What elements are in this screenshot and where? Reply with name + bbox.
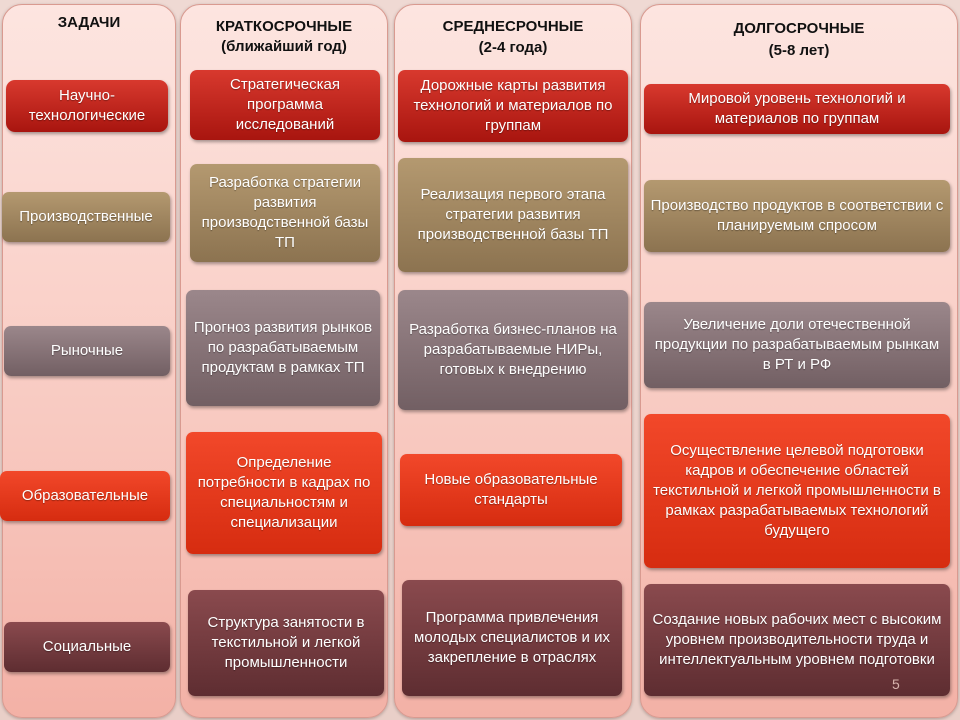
mid-term-young-specialists: Программа привлечения молодых специалист… (402, 580, 622, 696)
short-term-staff-needs: Определение потребности в кадрах по спец… (186, 432, 382, 554)
column-subtitle: (ближайший год) (221, 38, 347, 55)
task-production: Производственные (2, 192, 170, 242)
column-subtitle: (5-8 лет) (768, 42, 830, 59)
long-term-new-jobs: Создание новых рабочих мест с высоким ур… (644, 584, 950, 696)
long-term-production-per-demand: Производство продуктов в соответствии с … (644, 180, 950, 252)
task-scientific: Научно-технологические (6, 80, 168, 132)
task-market: Рыночные (4, 326, 170, 376)
long-term-targeted-training: Осуществление целевой подготовки кадров … (644, 414, 950, 568)
column-subtitle: (2-4 года) (478, 39, 548, 56)
mid-term-strategy-stage-one: Реализация первого этапа стратегии разви… (398, 158, 628, 272)
short-term-production-strategy: Разработка стратегии развития производст… (190, 164, 380, 262)
short-term-market-forecast: Прогноз развития рынков по разрабатываем… (186, 290, 380, 406)
short-term-research-program: Стратегическая программа исследований (190, 70, 380, 140)
page-number: 5 (892, 676, 900, 692)
long-term-domestic-share: Увеличение доли отечественной продукции … (644, 302, 950, 388)
mid-term-business-plans: Разработка бизнес-планов на разрабатывае… (398, 290, 628, 410)
short-term-employment-structure: Структура занятости в текстильной и легк… (188, 590, 384, 696)
mid-term-education-standards: Новые образовательные стандарты (400, 454, 622, 526)
task-education: Образовательные (0, 471, 170, 521)
task-social: Социальные (4, 622, 170, 672)
column-title: КРАТКОСРОЧНЫЕ (215, 18, 353, 35)
mid-term-roadmaps: Дорожные карты развития технологий и мат… (398, 70, 628, 142)
column-title: ДОЛГОСРОЧНЫЕ (733, 20, 865, 37)
column-title: СРЕДНЕСРОЧНЫЕ (442, 18, 584, 35)
column-title: ЗАДАЧИ (57, 14, 121, 31)
long-term-world-level-technologies: Мировой уровень технологий и материалов … (644, 84, 950, 134)
